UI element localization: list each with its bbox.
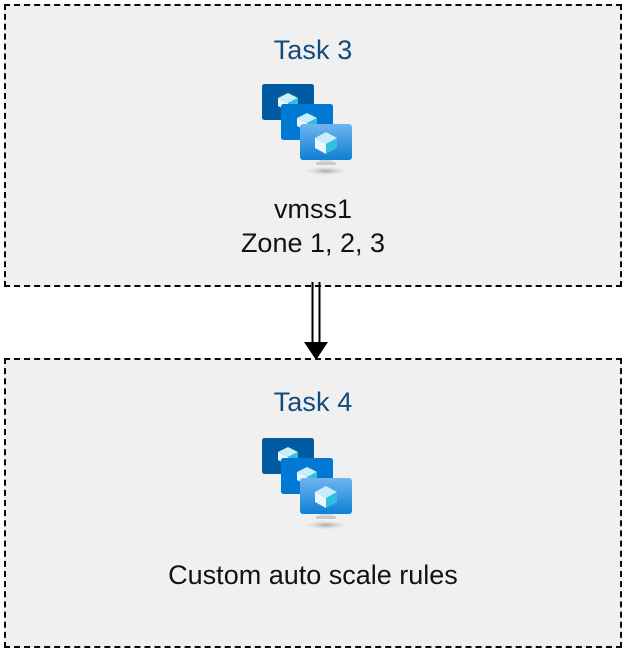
task-box-task-3[interactable]: Task 3 <box>4 4 622 287</box>
task-box-task-4[interactable]: Task 4 <box>4 358 622 648</box>
node-label-zones: Zone 1, 2, 3 <box>240 228 386 258</box>
task-3-labels: vmss1 Zone 1, 2, 3 <box>241 192 385 260</box>
node-label-vmss1: vmss1 <box>273 194 352 224</box>
connector-arrow-task3-to-task4 <box>304 282 328 360</box>
task-title-3: Task 3 <box>273 35 353 65</box>
task-4-labels: Custom auto scale rules <box>168 558 458 592</box>
node-label-autoscale-rules: Custom auto scale rules <box>168 560 458 590</box>
azure-vmss-icon <box>262 84 352 176</box>
azure-vmss-icon <box>262 438 352 530</box>
task-title-4: Task 4 <box>273 387 353 417</box>
